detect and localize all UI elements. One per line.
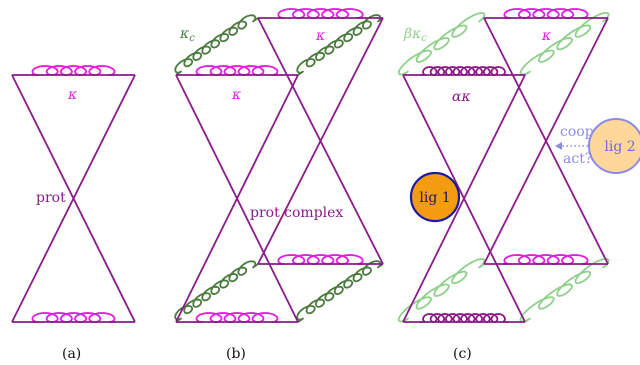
alpha-kappa-label-c: ακ — [452, 89, 471, 105]
protein-front-frame-b — [175, 74, 299, 323]
kappa-spring-top-a — [31, 65, 116, 76]
ligand-2-label: lig 2 — [604, 139, 635, 155]
kappa-spring-bottom-a — [31, 312, 116, 323]
beta-kappa-c-spring-right-bottom-c — [519, 257, 610, 323]
kappa-spring-back-top-b — [277, 8, 364, 19]
kappa-c-label-b: κc — [179, 26, 195, 44]
panel-b: κc κ κ prot complex (b) — [174, 8, 384, 362]
protein-crossed-lines-a — [11, 74, 136, 323]
act-label: act? — [563, 151, 592, 167]
alpha-kappa-spring-top-c — [420, 66, 508, 76]
prot-label-a: prot — [36, 190, 66, 206]
ligand-1-label: lig 1 — [419, 190, 450, 206]
coop-arrow — [555, 142, 588, 150]
coop-arrow-head — [555, 142, 562, 150]
kappa-c-spring-right-bottom-b — [296, 260, 384, 323]
protein-front-frame-c — [402, 74, 526, 323]
kappa-spring-back-top-c — [503, 8, 589, 19]
beta-kappa-c-spring-left-bottom-c — [397, 258, 486, 323]
kappa-spring-front-top-b — [195, 65, 279, 76]
ligand-1-circle — [409, 171, 461, 223]
kappa-c-symbol-b: κ — [179, 26, 189, 42]
prot-complex-label-b: prot complex — [250, 205, 343, 221]
kappa-c-spring-left-top-b — [174, 14, 259, 76]
protein-back-frame-b — [257, 17, 384, 265]
kappa-label-b-back: κ — [315, 28, 325, 44]
kappa-springs-a — [31, 65, 116, 323]
beta-kappa-c-subscript-c: c — [421, 33, 427, 44]
protein-back-frame-c — [483, 17, 609, 265]
ligand-2[interactable]: lig 2 — [588, 118, 640, 174]
kappa-c-subscript-b: c — [189, 33, 195, 44]
kappa-spring-back-bottom-c — [503, 254, 589, 265]
kappa-spring-front-bottom-b — [195, 312, 279, 323]
beta-kappa-c-spring-right-top-c — [519, 11, 610, 76]
kappa-label-c-back: κ — [541, 28, 551, 44]
coupling-springs-b — [174, 8, 384, 323]
ligand-2-circle — [588, 118, 640, 174]
kappa-label-a: κ — [67, 87, 77, 103]
kappa-label-b-front: κ — [231, 87, 241, 103]
caption-a: (a) — [62, 346, 81, 362]
beta-kappa-c-label-c: βκc — [403, 26, 427, 44]
kappa-spring-back-bottom-b — [277, 254, 364, 265]
kappa-c-spring-right-top-b — [296, 14, 384, 76]
beta-kappa-c-spring-left-top-c — [397, 12, 486, 76]
kappa-c-spring-left-bottom-b — [174, 260, 259, 323]
panel-c: βκc κ ακ lig 1 lig 2 coop act? (c) — [397, 8, 640, 362]
caption-c: (c) — [453, 346, 472, 362]
alpha-kappa-spring-bottom-c — [420, 313, 508, 323]
caption-b: (b) — [226, 346, 246, 362]
coop-label: coop — [560, 124, 594, 140]
panel-a: κ prot (a) — [11, 65, 136, 362]
ligand-1[interactable]: lig 1 — [409, 171, 461, 223]
